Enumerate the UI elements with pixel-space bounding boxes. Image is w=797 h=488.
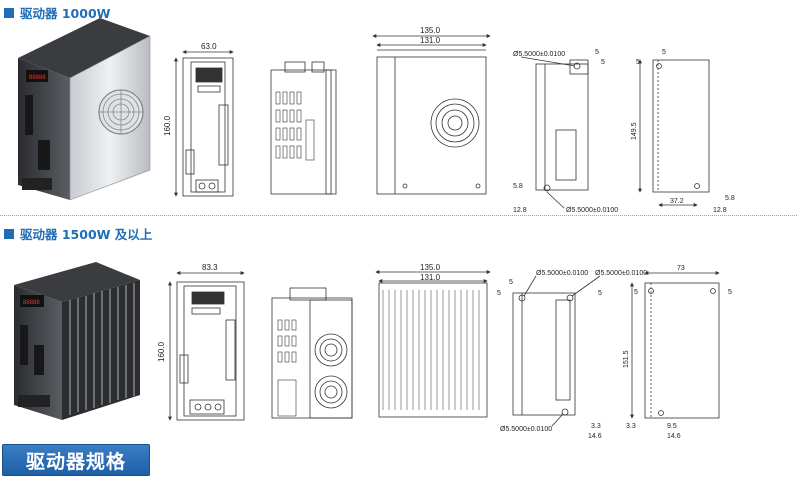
dim-1500w-bottom-33: 3.3 xyxy=(591,423,601,430)
led-display-icon xyxy=(20,295,44,307)
svg-text:88888: 88888 xyxy=(29,75,46,81)
section-title-1000w: 驱动器 1000W xyxy=(20,6,111,21)
dim-1000w-hole-bottom: Ø5.5000±0.0100 xyxy=(566,207,618,214)
bullet-square-icon xyxy=(4,228,14,239)
dim-1000w-plate-top-left: 5 xyxy=(636,59,640,66)
svg-text:88888: 88888 xyxy=(23,300,40,306)
drive-1500w-mount-side xyxy=(512,275,601,427)
dim-1500w-tab-left: 5 xyxy=(509,279,513,286)
dim-1000w-tab-top-a: 5 xyxy=(595,49,599,56)
dim-1500w-bottom-146: 14.6 xyxy=(588,433,602,440)
dim-1500w-plate-146: 14.6 xyxy=(667,433,681,440)
section-divider xyxy=(0,215,797,216)
drive-1000w-mount-side xyxy=(520,56,589,209)
bullet-square-icon xyxy=(4,7,14,18)
dim-1000w-offset-58: 5.8 xyxy=(513,183,523,190)
dim-1000w-side-inner: 131.0 xyxy=(420,36,441,45)
drive-1000w-photo: 88888 xyxy=(18,18,151,201)
section-header-1000w: 驱动器 1000W xyxy=(4,3,110,22)
led-display-icon xyxy=(26,70,48,82)
dim-1000w-hole-top: Ø5.5000±0.0100 xyxy=(513,51,565,58)
drive-1000w-front-view xyxy=(174,50,234,197)
section-title-1500w: 驱动器 1500W 及以上 xyxy=(20,227,153,242)
dim-1500w-plate-33: 3.3 xyxy=(626,423,636,430)
dim-1500w-hole-top-left: Ø5.5000±0.0100 xyxy=(536,270,588,277)
drive-1500w-fin-view xyxy=(375,270,491,418)
drive-1000w-mount-plate xyxy=(638,59,710,207)
dim-1500w-plate-height: 151.5 xyxy=(623,350,630,368)
section-header-1500w: 驱动器 1500W 及以上 xyxy=(4,224,152,243)
dim-1500w-plate-right-5: 5 xyxy=(728,289,732,296)
dim-1500w-hole-top-right: Ø5.5000±0.0100 xyxy=(595,270,647,277)
dim-1000w-plate-height: 149.5 xyxy=(631,122,638,140)
dim-1000w-tab-top-b: 5 xyxy=(601,59,605,66)
dim-1500w-side-overall: 135.0 xyxy=(420,263,441,272)
drive-1000w-fan-view xyxy=(372,34,491,195)
dim-1000w-plate-bottom-r: 12.8 xyxy=(713,207,727,214)
drive-1500w-front-view xyxy=(168,271,245,421)
spec-banner: 驱动器规格 xyxy=(2,444,150,476)
dim-1500w-front-width: 83.3 xyxy=(202,263,218,272)
dim-1500w-plate-95: 9.5 xyxy=(667,423,677,430)
dim-1500w-tab-right: 5 xyxy=(598,290,602,297)
dim-1500w-hole-bottom: Ø5.5000±0.0100 xyxy=(500,426,552,433)
dim-1500w-side-inner: 131.0 xyxy=(420,273,441,282)
drive-1500w-side-view xyxy=(271,287,353,419)
dim-1500w-plate-left-5: 5 xyxy=(634,289,638,296)
dim-1500w-front-height: 160.0 xyxy=(157,341,166,362)
dim-1000w-plate-bottom-w: 37.2 xyxy=(670,198,684,205)
dim-1500w-tab-left-2: 5 xyxy=(497,290,501,297)
drive-1500w-mount-plate xyxy=(630,271,720,419)
spec-banner-label: 驱动器规格 xyxy=(25,450,126,473)
dim-1000w-front-width: 63.0 xyxy=(201,42,217,51)
dim-1000w-offset-128: 12.8 xyxy=(513,207,527,214)
dim-1500w-plate-width: 73 xyxy=(677,265,685,272)
dim-1000w-front-height: 160.0 xyxy=(163,115,172,136)
dim-1000w-side-overall: 135.0 xyxy=(420,26,441,35)
dim-1000w-plate-top: 5 xyxy=(662,49,666,56)
drive-1500w-photo: 88888 xyxy=(14,262,140,420)
dim-1000w-plate-58: 5.8 xyxy=(725,195,735,202)
drive-1000w-side-view xyxy=(270,61,337,195)
